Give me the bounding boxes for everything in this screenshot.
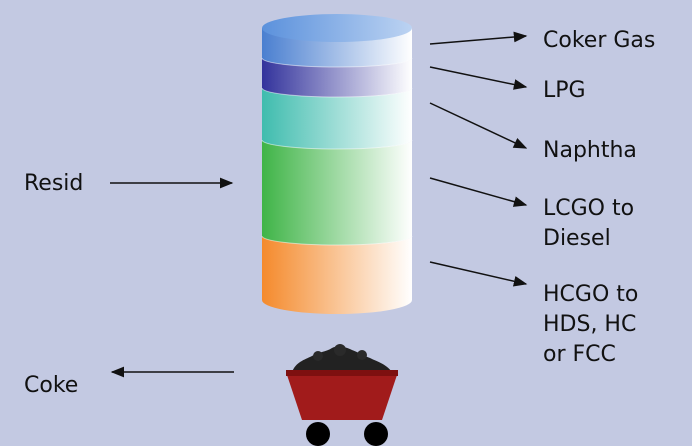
arrow-hcgo: [429, 261, 528, 287]
label-coke: Coke: [24, 373, 79, 398]
label-resid: Resid: [24, 171, 84, 196]
label-hcgo-line3: or FCC: [543, 342, 616, 367]
label-hcgo-line2: HDS, HC: [543, 312, 637, 337]
drum-top: [262, 14, 412, 42]
drum-layer-lcgo: [262, 140, 412, 245]
cart-wheel-right: [364, 422, 388, 446]
label-coker-gas: Coker Gas: [543, 28, 656, 53]
arrow-naphtha: [429, 102, 528, 149]
coke-cart-icon: [286, 344, 398, 446]
coker-drum: [261, 14, 413, 314]
arrow-lcgo: [429, 177, 528, 207]
coke-pile: [292, 346, 392, 372]
label-naphtha: Naphtha: [543, 138, 637, 163]
cart-body: [286, 372, 398, 420]
label-lcgo-line1: LCGO to: [543, 196, 635, 221]
drum-layer-lpg: [262, 58, 412, 97]
label-lpg: LPG: [543, 78, 586, 103]
arrow-coker-gas: [429, 31, 528, 45]
arrow-lpg: [429, 66, 528, 90]
drum-layer-hcgo: [262, 236, 412, 314]
label-lcgo-line2: Diesel: [543, 226, 611, 251]
drum-layer-naphtha: [262, 88, 412, 149]
cart-wheel-left: [306, 422, 330, 446]
label-hcgo-line1: HCGO to: [543, 282, 639, 307]
